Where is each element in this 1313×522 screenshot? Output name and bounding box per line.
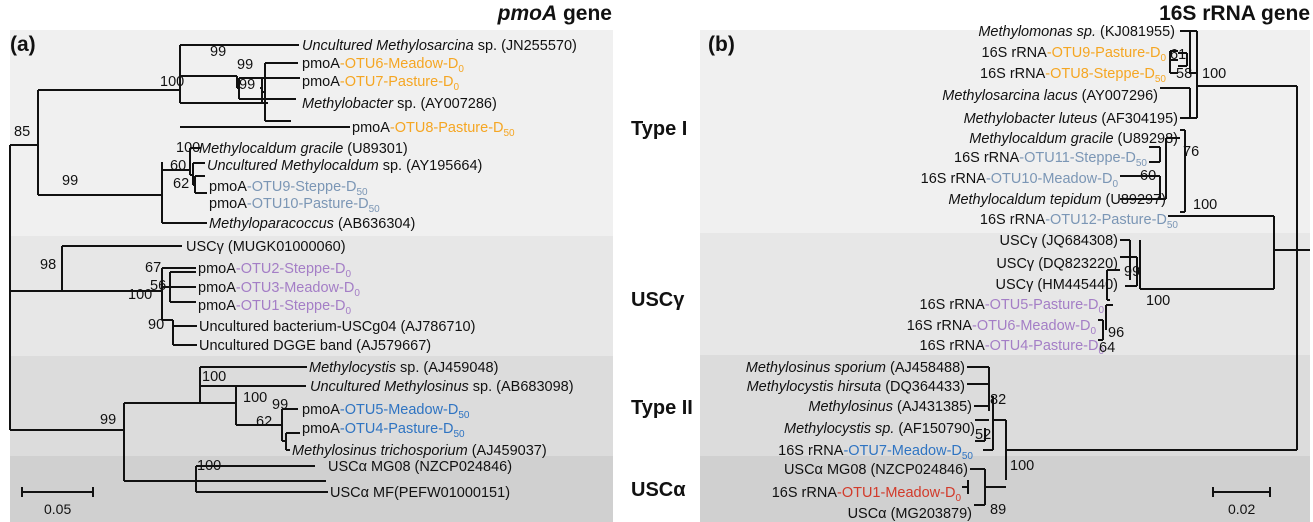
panel-a-bootstrap-17: 62 (256, 414, 272, 430)
group-label-type2: Type II (631, 397, 693, 419)
panel-a-leaf-ab683098: Uncultured Methylosinus sp. (AB683098) (310, 379, 574, 395)
panel-b-bootstrap-7: 100 (1146, 293, 1170, 309)
panel-b-leaf-botu7: 16S rRNA-OTU7-Meadow-D50 (778, 443, 973, 462)
panel-a-bootstrap-11: 56 (150, 278, 166, 294)
panel-b-scale-label: 0.02 (1228, 501, 1255, 517)
panel-b-tree (962, 30, 1310, 506)
panel-a-leaf-otu10: pmoA-OTU10-Pasture-D50 (209, 196, 380, 215)
panel-b-bootstrap-12: 100 (1010, 458, 1034, 474)
group-label-type1: Type I (631, 118, 687, 140)
group-label-usca: USCα (631, 479, 686, 501)
panel-a-bootstrap-13: 90 (148, 317, 164, 333)
panel-b-bootstrap-1: 58 (1176, 66, 1192, 82)
panel-a-bootstrap-8: 99 (62, 173, 78, 189)
panel-b-leaf-kj081955: Methylomonas sp. (KJ081955) (978, 24, 1175, 40)
panel-a-leaf-ay007286: Methylobacter sp. (AY007286) (302, 96, 497, 112)
panel-b-bootstrap-8: 96 (1108, 325, 1124, 341)
panel-a-label: (a) (10, 33, 36, 56)
panel-b-leaf-af150790: Methylocystis sp. (AF150790) (784, 421, 975, 437)
panel-a-leaf-mg08: USCα MG08 (NZCP024846) (328, 459, 512, 475)
panel-b-leaf-jq684308: USCγ (JQ684308) (1000, 233, 1118, 249)
panel-a-bootstrap-15: 100 (243, 390, 267, 406)
panel-b-leaf-botu11: 16S rRNA-OTU11-Steppe-D50 (954, 150, 1147, 169)
panel-b-bands (700, 30, 1310, 522)
panel-b-leaf-botu1: 16S rRNA-OTU1-Meadow-D0 (772, 485, 962, 504)
panel-a-leaf-aj786710: Uncultured bacterium-USCg04 (AJ786710) (199, 319, 475, 335)
panel-a-bootstrap-1: 99 (237, 57, 253, 73)
panel-a-leaf-aj459037: Methylosinus trichosporium (AJ459037) (292, 443, 547, 459)
panel-a-leaf-ab636304: Methyloparacoccus (AB636304) (209, 216, 415, 232)
group-label-uscg: USCγ (631, 289, 685, 311)
panel-b-bootstrap-13: 89 (990, 502, 1006, 518)
panel-b-leaf-u89298: Methylocaldum gracile (U89298) (969, 131, 1178, 147)
panel-a-leaf-aj459048: Methylocystis sp. (AJ459048) (309, 360, 498, 376)
panel-a-scale-label: 0.05 (44, 501, 71, 517)
panel-b-leaf-hm445440: USCγ (HM445440) (996, 277, 1119, 293)
panel-b-bootstrap-3: 76 (1183, 144, 1199, 160)
panel-b-leaf-botu5: 16S rRNA-OTU5-Pasture-D0 (920, 297, 1105, 316)
panel-a-bootstrap-14: 100 (202, 369, 226, 385)
panel-a-leaf-aj579667: Uncultured DGGE band (AJ579667) (199, 338, 431, 354)
panel-a-leaf-labels: Uncultured Methylosarcina sp. (JN255570)… (186, 38, 577, 501)
panel-a-leaf-otu2: pmoA-OTU2-Steppe-D0 (198, 261, 351, 280)
panel-b-bootstrap-4: 60 (1140, 168, 1156, 184)
panel-a-leaf-u89301: Methylocaldum gracile (U89301) (199, 141, 408, 157)
panel-b-bootstrap-0: 61 (1170, 47, 1186, 63)
panel-b-leaf-dq364433: Methylocystis hirsuta (DQ364433) (747, 379, 965, 395)
panel-b-bootstrap-2: 100 (1202, 66, 1226, 82)
panel-a-bootstrap-12: 100 (128, 287, 152, 303)
panel-a-bootstrap-16: 99 (272, 397, 288, 413)
panel-b-label: (b) (708, 33, 735, 56)
panel-b-bootstrap-10: 82 (990, 392, 1006, 408)
panel-a-bootstrap-10: 67 (145, 260, 161, 276)
panel-a-bootstrap-4: 85 (14, 124, 30, 140)
panel-a-leaf-mf: USCα MF(PEFW01000151) (330, 485, 510, 501)
panel-a-bootstrap-9: 98 (40, 257, 56, 273)
panel-a-leaf-mugk: USCγ (MUGK01000060) (186, 239, 346, 255)
panel-a-leaf-otu4: pmoA-OTU4-Pasture-D50 (302, 421, 465, 440)
panel-b-leaf-u89297: Methylocaldum tepidum (U89297) (948, 192, 1166, 208)
panel-a-bootstrap-18: 99 (100, 412, 116, 428)
panel-b-leaf-mg203879: USCα (MG203879) (848, 506, 972, 522)
panel-a-leaf-otu1: pmoA-OTU1-Steppe-D0 (198, 298, 351, 317)
panel-b-leaf-botu12: 16S rRNA-OTU12-Pasture-D50 (980, 212, 1179, 231)
panel-b-bootstrap-11: 52 (975, 427, 991, 443)
panel-a-leaf-ay195664: Uncultured Methylocaldum sp. (AY195664) (207, 158, 482, 174)
panel-a-bootstrap-0: 99 (210, 44, 226, 60)
panel-b-leaf-botu8: 16S rRNA-OTU8-Steppe-D50 (980, 66, 1166, 85)
panel-a-bootstrap-19: 100 (197, 458, 221, 474)
panel-b-leaf-bmg08: USCα MG08 (NZCP024846) (784, 462, 968, 478)
panel-a-leaf-otu8: pmoA-OTU8-Pasture-D50 (352, 120, 515, 139)
panel-b-leaf-af304195: Methylobacter luteus (AF304195) (964, 111, 1178, 127)
panel-b-bootstrap-6: 99 (1124, 264, 1140, 280)
panel-a-bootstrap-2: 99 (239, 77, 255, 93)
panel-b-leaf-aj458488: Methylosinus sporium (AJ458488) (746, 360, 965, 376)
panel-b-leaf-aj431385: Methylosinus (AJ431385) (808, 399, 972, 415)
panel-a-gene-title: pmoA gene (497, 2, 612, 25)
panel-a-bootstrap-6: 60 (170, 158, 186, 174)
panel-b-leaf-botu9: 16S rRNA-OTU9-Pasture-D0 (982, 45, 1167, 64)
panel-b-leaf-botu4: 16S rRNA-OTU4-Pasture-D0 (920, 338, 1105, 357)
panel-a-leaf-otu7: pmoA-OTU7-Pasture-D0 (302, 74, 460, 93)
panel-a-bootstrap-3: 100 (160, 74, 184, 90)
panel-b-leaf-botu6: 16S rRNA-OTU6-Meadow-D0 (907, 318, 1097, 337)
panel-b-gene-title: 16S rRNA gene (1159, 2, 1310, 25)
panel-a-leaf-otu3: pmoA-OTU3-Meadow-D0 (198, 280, 360, 299)
panel-a-leaf-jn255570: Uncultured Methylosarcina sp. (JN255570) (302, 38, 577, 54)
panel-b-leaf-botu10: 16S rRNA-OTU10-Meadow-D0 (921, 171, 1119, 190)
panel-a-tree (9, 44, 350, 497)
panel-b-leaf-labels: Methylomonas sp. (KJ081955) 16S rRNA-OTU9… (746, 24, 1179, 522)
panel-b-bootstrap-9: 64 (1099, 340, 1115, 356)
panel-b-bootstrap-5: 100 (1193, 197, 1217, 213)
panel-a-bootstrap-7: 62 (173, 176, 189, 192)
panel-b-leaf-af007296: Methylosarcina lacus (AY007296) (942, 88, 1158, 104)
panel-b-leaf-dq823220: USCγ (DQ823220) (996, 256, 1118, 272)
panel-a-leaf-otu5: pmoA-OTU5-Meadow-D50 (302, 402, 470, 421)
panel-a-bootstrap-5: 100 (176, 140, 200, 156)
panel-a-leaf-otu9: pmoA-OTU9-Steppe-D50 (209, 179, 368, 198)
panel-a-leaf-otu6: pmoA-OTU6-Meadow-D0 (302, 56, 464, 75)
